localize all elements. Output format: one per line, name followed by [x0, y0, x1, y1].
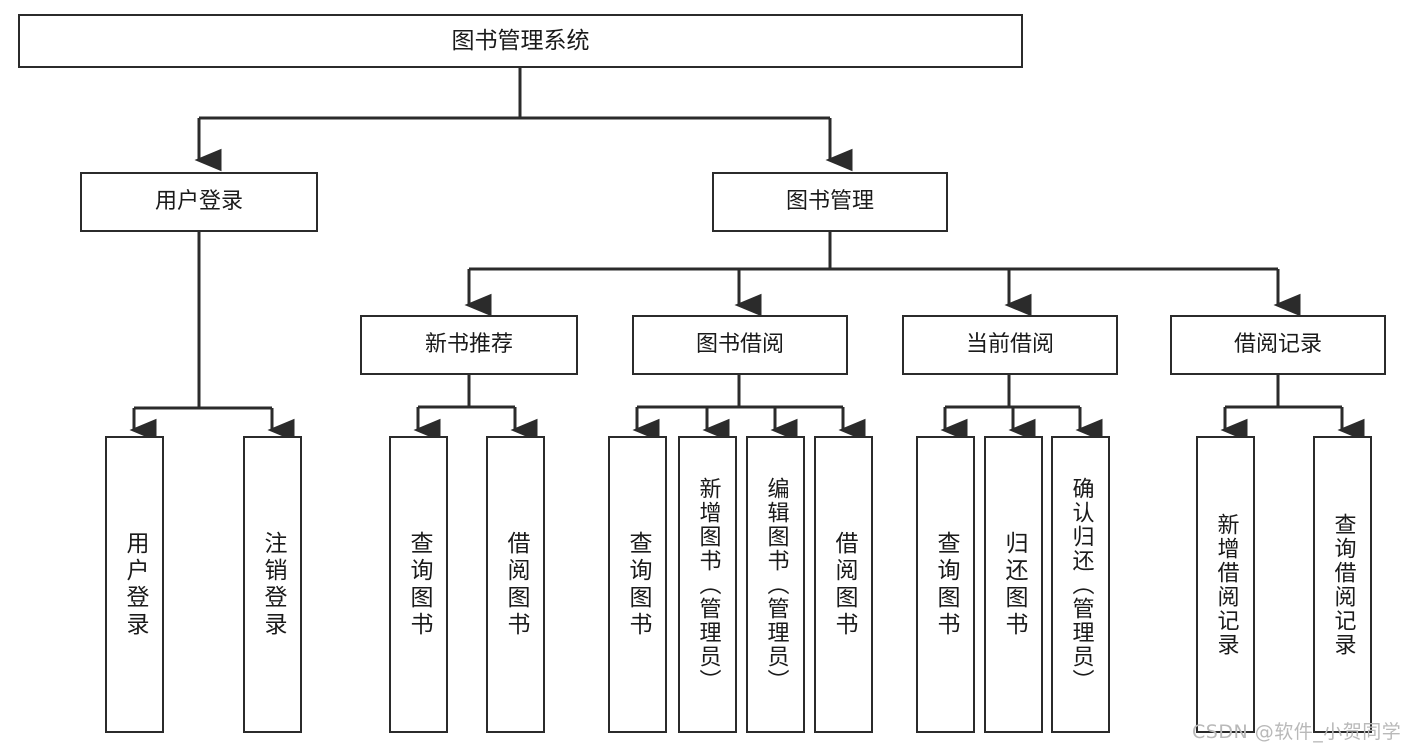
leaf-borrow-book-newbook[interactable]: 借阅图书 [486, 436, 545, 733]
node-label: 图书借阅 [695, 332, 784, 358]
leaf-logout-login[interactable]: 注销登录 [243, 436, 302, 733]
node-user-login[interactable]: 用户登录 [80, 172, 318, 232]
leaf-add-borrow-record[interactable]: 新增借阅记录 [1196, 436, 1255, 733]
node-new-book-recommend[interactable]: 新书推荐 [360, 315, 578, 375]
node-label: 新增借阅记录 [1213, 512, 1239, 657]
csdn-watermark: CSDN @软件_小贺同学 [1192, 721, 1402, 743]
leaf-edit-book-admin[interactable]: 编辑图书（管理员） [746, 436, 805, 733]
node-current-borrow[interactable]: 当前借阅 [902, 315, 1118, 375]
node-label: 借阅记录 [1233, 332, 1322, 358]
node-label: 查询图书 [625, 530, 651, 639]
leaf-user-login[interactable]: 用户登录 [105, 436, 164, 733]
leaf-query-book-newbook[interactable]: 查询图书 [389, 436, 448, 733]
node-label: 借阅图书 [831, 530, 857, 639]
node-book-management[interactable]: 图书管理 [712, 172, 948, 232]
leaf-confirm-return-admin[interactable]: 确认归还（管理员） [1051, 436, 1110, 733]
node-label: 查询图书 [406, 530, 432, 639]
node-label: 借阅图书 [503, 530, 529, 639]
node-label: 编辑图书（管理员） [763, 476, 789, 693]
node-label: 用户登录 [154, 189, 243, 215]
node-label: 新增图书（管理员） [695, 476, 721, 693]
leaf-query-book-borrow[interactable]: 查询图书 [608, 436, 667, 733]
leaf-add-book-admin[interactable]: 新增图书（管理员） [678, 436, 737, 733]
node-label: 归还图书 [1001, 530, 1027, 639]
leaf-query-borrow-record[interactable]: 查询借阅记录 [1313, 436, 1372, 733]
node-label: 新书推荐 [424, 332, 513, 358]
node-label: 图书管理系统 [451, 27, 590, 54]
node-label: 用户登录 [122, 530, 148, 639]
node-label: 查询图书 [933, 530, 959, 639]
node-book-borrow[interactable]: 图书借阅 [632, 315, 848, 375]
node-label: 当前借阅 [965, 332, 1054, 358]
node-label: 查询借阅记录 [1330, 512, 1356, 657]
node-label: 确认归还（管理员） [1068, 476, 1094, 693]
leaf-query-book-current[interactable]: 查询图书 [916, 436, 975, 733]
node-root-system[interactable]: 图书管理系统 [18, 14, 1023, 68]
leaf-borrow-book[interactable]: 借阅图书 [814, 436, 873, 733]
node-label: 注销登录 [260, 530, 286, 639]
node-borrow-record[interactable]: 借阅记录 [1170, 315, 1386, 375]
node-label: 图书管理 [785, 189, 874, 215]
leaf-return-book[interactable]: 归还图书 [984, 436, 1043, 733]
